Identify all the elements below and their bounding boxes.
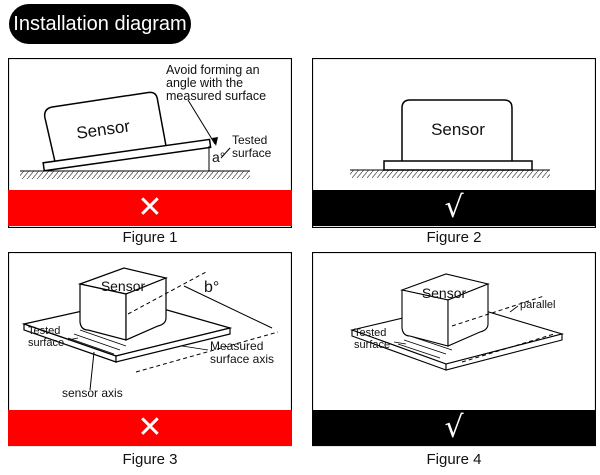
note-arrowhead [212,137,218,146]
plate-mark [79,329,127,347]
incorrect-bar: ✕ [8,410,292,446]
sensor-right [447,283,489,347]
angle-arc [183,285,273,329]
figure-2-diagram: Sensor [312,58,596,228]
surface-label-2: surface [232,146,272,160]
sensor-axis-leader [89,351,95,391]
surface-leader [393,341,407,345]
plate-right-side [115,327,231,363]
figure-1-diagram: Sensor a° Avoid forming an angle with th… [8,58,292,228]
figure-2-panel: Sensor √ [312,58,596,228]
figure-3-panel: Sensor b° sensor axis Tested surface Mea… [8,252,292,447]
check-icon: √ [444,190,464,225]
axis-label-1: Measured [210,339,263,353]
surface-label-1: Tested [232,133,267,147]
ground-hatch [350,170,550,178]
angle-label: b° [204,279,219,296]
figure-4-panel: Sensor parallel Tested surface √ [312,252,596,447]
figure-3-diagram: Sensor b° sensor axis Tested surface Mea… [8,252,292,447]
page-title: Installation diagram [9,4,191,44]
check-icon: √ [444,410,464,445]
plate-mark [403,339,447,355]
sensor-label: Sensor [422,285,467,301]
figure-3-caption: Figure 3 [122,451,178,468]
sensor-axis-line [451,295,545,327]
plate-mark [67,337,115,355]
surface-axis-line [461,333,555,363]
surface-label-2: surface [354,339,390,351]
parallel-leader [509,305,519,313]
plate-mark [73,333,121,351]
parallel-label: parallel [520,299,555,311]
sensor-axis-line [127,271,207,315]
sensor-axis-label: sensor axis [62,386,123,400]
cross-icon: ✕ [137,190,163,225]
figure-1-caption: Figure 1 [122,229,178,246]
sensor-body [43,91,167,164]
cross-icon: ✕ [137,410,163,445]
note-line-2: angle with the [166,76,243,90]
figure-4-caption: Figure 4 [426,451,482,468]
surface-label-1: Tested [28,325,60,337]
sensor-base [42,138,212,172]
sensor-left [79,283,127,341]
panel-border [312,58,596,228]
surface-label-2: surface [28,337,64,349]
sensor-body [401,99,513,161]
sensor-label: Sensor [431,120,485,139]
axis-leader [181,345,209,351]
surface-label-1: Tested [354,327,386,339]
plate-right-side [445,333,563,371]
note-line-1: Avoid forming an [166,63,260,77]
angle-label: a° [212,149,225,165]
note-arrow [187,99,216,145]
sensor-left [401,289,449,347]
note-line-3: measured surface [166,89,266,103]
correct-bar: √ [312,410,596,446]
ground-hatch [20,171,250,179]
sensor-base [383,160,533,171]
correct-bar: √ [312,190,596,226]
axis-label-2: surface axis [210,352,274,366]
incorrect-bar: ✕ [8,190,292,226]
surface-leader [67,337,79,341]
sensor-label: Sensor [101,278,146,294]
panel-border [8,58,292,228]
sensor-right [125,277,167,341]
plate-mark [397,343,441,359]
surface-leader [220,147,231,159]
figure-2-caption: Figure 2 [426,229,482,246]
surface-axis-line [135,331,279,373]
figure-1-panel: Sensor a° Avoid forming an angle with th… [8,58,292,228]
